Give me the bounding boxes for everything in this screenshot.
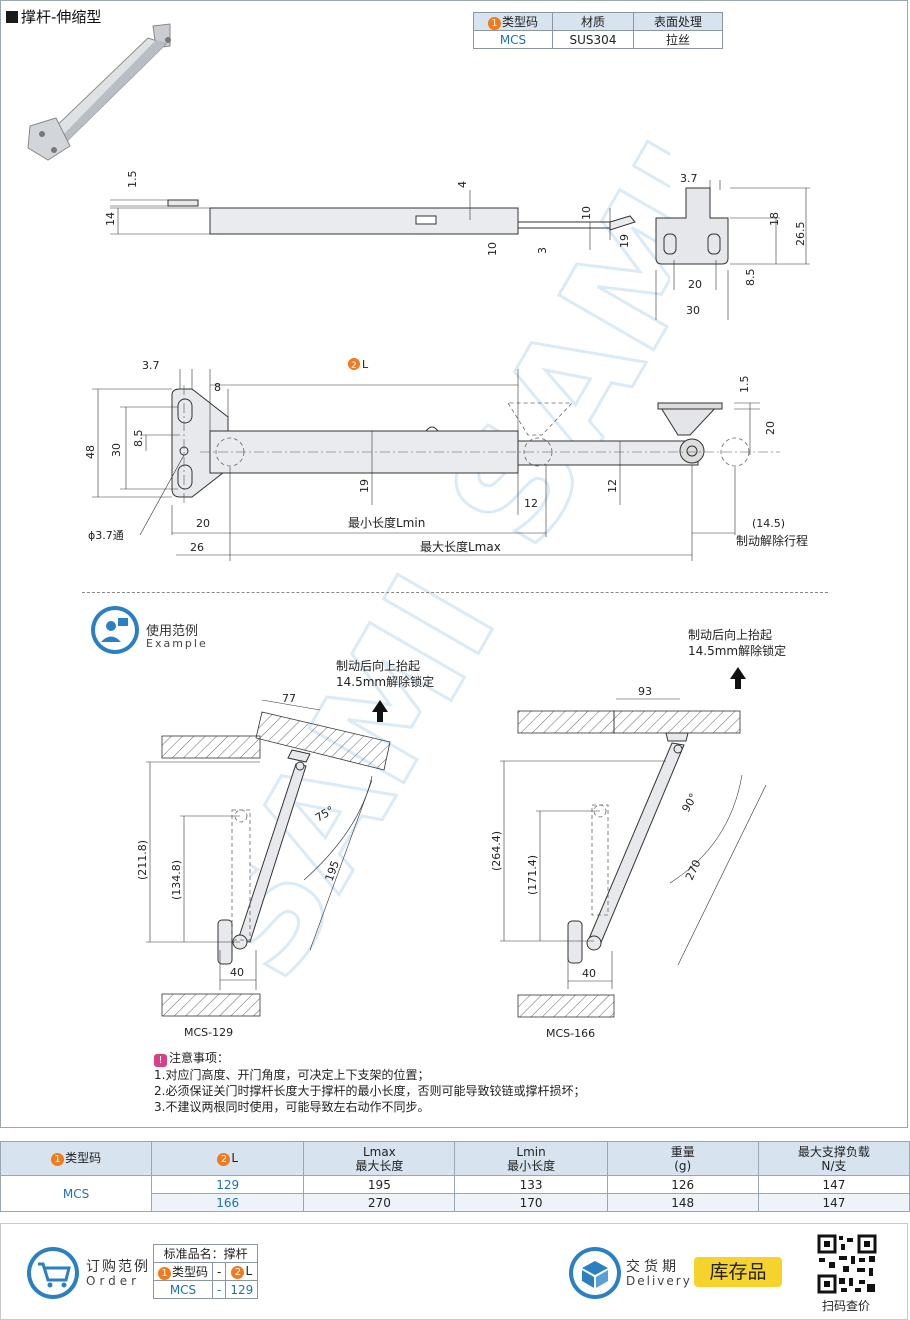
delivery-icon bbox=[569, 1247, 621, 1299]
cell-surface: 拉丝 bbox=[633, 30, 723, 49]
svg-text:(264.4): (264.4) bbox=[490, 831, 503, 871]
header-surface: 表面处理 bbox=[633, 12, 723, 31]
example-icon bbox=[91, 606, 139, 654]
svg-text:75°: 75° bbox=[313, 804, 336, 825]
svg-text:26: 26 bbox=[190, 541, 204, 554]
svg-text:制动后向上抬起: 制动后向上抬起 bbox=[336, 658, 420, 673]
svg-text:19: 19 bbox=[618, 234, 631, 248]
svg-text:8: 8 bbox=[214, 381, 221, 394]
svg-text:19: 19 bbox=[358, 479, 371, 493]
svg-text:8.5: 8.5 bbox=[744, 269, 757, 287]
cell-type: MCS bbox=[473, 30, 553, 49]
svg-text:14.5mm解除锁定: 14.5mm解除锁定 bbox=[336, 674, 434, 689]
svg-text:20: 20 bbox=[688, 278, 702, 291]
header-material: 材质 bbox=[552, 12, 634, 31]
svg-text:10: 10 bbox=[486, 242, 499, 256]
svg-text:10: 10 bbox=[580, 206, 593, 220]
svg-text:26.5: 26.5 bbox=[794, 222, 807, 247]
svg-text:(211.8): (211.8) bbox=[136, 840, 149, 880]
svg-text:3.7: 3.7 bbox=[680, 172, 698, 185]
page-title: 撑杆-伸缩型 bbox=[6, 6, 101, 27]
spec-header-weight: 重量(g) bbox=[606, 1141, 759, 1176]
svg-text:MCS-129: MCS-129 bbox=[184, 1026, 233, 1039]
svg-text:30: 30 bbox=[110, 443, 123, 457]
order-subtitle: Order bbox=[86, 1274, 141, 1288]
section-divider bbox=[82, 592, 828, 593]
table-row: MCS 129 195 133 126 147 bbox=[0, 1175, 910, 1212]
note-item: 1.对应门高度、开门角度，可决定上下支架的位置； bbox=[154, 1068, 430, 1082]
front-view-drawing: 3.7 2 L 8 48 30 8.5 19 12 12 1.5 20 ϕ3.7… bbox=[84, 358, 808, 561]
arrow-up-icon bbox=[372, 700, 388, 722]
svg-text:L: L bbox=[362, 358, 369, 371]
svg-text:1.5: 1.5 bbox=[126, 171, 139, 189]
svg-text:270: 270 bbox=[683, 858, 704, 883]
note-item: 2.必须保证关门时撑杆长度大于撑杆的最小长度，否则可能导致铰链或撑杆损坏； bbox=[154, 1084, 586, 1098]
drawing-frame bbox=[0, 0, 908, 1128]
svg-text:最小长度Lmin: 最小长度Lmin bbox=[348, 515, 425, 530]
svg-text:18: 18 bbox=[768, 212, 781, 226]
svg-text:12: 12 bbox=[606, 479, 619, 493]
top-view-drawing: 1.5 14 4 10 10 3 19 3.7 18 26.5 20 8.5 3… bbox=[104, 171, 810, 320]
qr-label: 扫码查价 bbox=[822, 1299, 871, 1313]
notes-title: 注意事项： bbox=[169, 1051, 230, 1065]
spec-type-cell: MCS bbox=[0, 1175, 153, 1212]
svg-text:20: 20 bbox=[764, 421, 777, 435]
svg-text:(14.5): (14.5) bbox=[752, 517, 785, 530]
table-row: 166 270 170 148 147 bbox=[1, 1193, 910, 1212]
order-title: 订购范例 bbox=[86, 1259, 150, 1275]
svg-text:12: 12 bbox=[524, 497, 538, 510]
svg-text:14: 14 bbox=[104, 212, 117, 226]
stock-badge: 库存品 bbox=[694, 1257, 782, 1287]
svg-text:40: 40 bbox=[582, 967, 596, 980]
notes-block: !注意事项： 1.对应门高度、开门角度，可决定上下支架的位置； 2.必须保证关门… bbox=[154, 1050, 585, 1115]
cart-icon bbox=[27, 1247, 79, 1299]
svg-text:77: 77 bbox=[282, 692, 296, 705]
example-subtitle: Example bbox=[146, 637, 208, 650]
example-2-drawing: 93 90° (264.4) (171.4) 270 40 制动后向上抬起 14… bbox=[490, 627, 786, 1040]
svg-text:195: 195 bbox=[323, 859, 342, 883]
svg-text:(171.4): (171.4) bbox=[526, 855, 539, 895]
warning-icon: ! bbox=[154, 1054, 167, 1067]
arrow-up-icon bbox=[730, 667, 746, 689]
delivery-title: 交货期 bbox=[626, 1259, 680, 1275]
svg-text:3.7: 3.7 bbox=[142, 359, 160, 372]
svg-text:90°: 90° bbox=[679, 791, 700, 814]
svg-text:20: 20 bbox=[196, 517, 210, 530]
svg-text:48: 48 bbox=[84, 445, 97, 459]
svg-text:制动解除行程: 制动解除行程 bbox=[736, 533, 808, 548]
product-photo bbox=[27, 23, 171, 161]
example-title: 使用范例 bbox=[146, 624, 199, 639]
svg-text:(134.8): (134.8) bbox=[170, 860, 183, 900]
svg-text:30: 30 bbox=[686, 304, 700, 317]
qr-code-icon bbox=[817, 1234, 877, 1294]
note-item: 3.不建议两根同时使用，可能导致左右动作不同步。 bbox=[154, 1100, 430, 1114]
title-square-icon bbox=[6, 11, 18, 23]
svg-text:40: 40 bbox=[230, 966, 244, 979]
svg-text:8.5: 8.5 bbox=[132, 430, 145, 448]
svg-text:1.5: 1.5 bbox=[738, 376, 751, 394]
svg-text:最大长度Lmax: 最大长度Lmax bbox=[420, 539, 501, 554]
svg-text:4: 4 bbox=[456, 181, 469, 188]
delivery-subtitle: Delivery bbox=[626, 1274, 692, 1288]
cell-material: SUS304 bbox=[552, 30, 634, 49]
svg-text:MCS-166: MCS-166 bbox=[546, 1027, 595, 1040]
svg-text:93: 93 bbox=[638, 685, 652, 698]
svg-text:ϕ3.7通: ϕ3.7通 bbox=[88, 529, 124, 542]
svg-text:14.5mm解除锁定: 14.5mm解除锁定 bbox=[688, 643, 786, 658]
example-1-drawing: 77 75° (211.8) (134.8) 195 40 制动后向上抬起 14… bbox=[136, 658, 434, 1039]
svg-text:2: 2 bbox=[351, 361, 357, 371]
svg-text:3: 3 bbox=[536, 247, 549, 254]
svg-text:制动后向上抬起: 制动后向上抬起 bbox=[688, 627, 772, 642]
order-std-name: 标准品名：撑杆 bbox=[152, 1244, 259, 1263]
